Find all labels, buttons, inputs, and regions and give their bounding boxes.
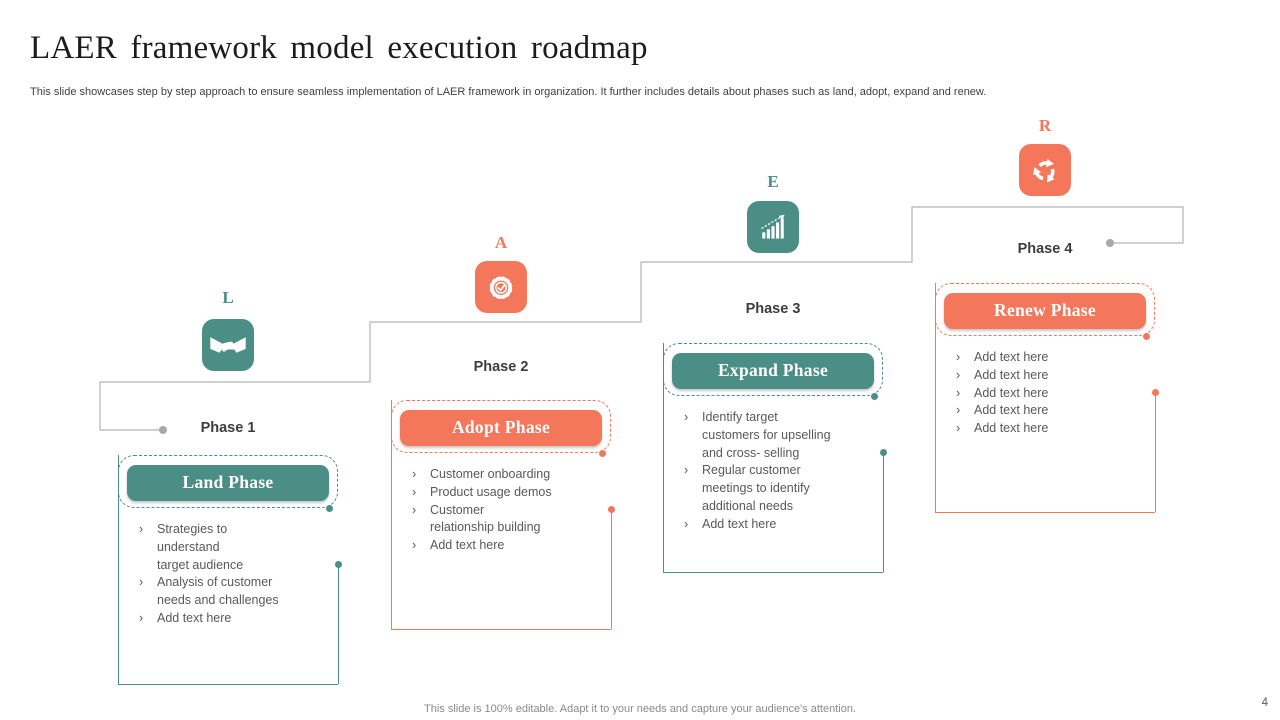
- bullet-item: ›Strategies to understand target audienc…: [139, 521, 330, 574]
- bullet-marker: ›: [412, 467, 417, 481]
- bullet-marker: ›: [956, 385, 961, 400]
- phase-2-frame-dot: [599, 450, 606, 457]
- bullet-item: ›Regular customer meetings to identify a…: [684, 462, 875, 515]
- recycle-icon: [1019, 144, 1071, 196]
- page-title: LAER framework model execution roadmap: [30, 30, 648, 66]
- phase-3-letter: E: [767, 172, 779, 191]
- phase-4-frame-dot: [1143, 333, 1150, 340]
- bullet-marker: ›: [956, 403, 961, 418]
- bullet-marker: ›: [956, 350, 961, 364]
- phase-1-column: L Phase 1 Land Phase ›Strategies to unde…: [118, 0, 342, 720]
- bullet-marker: ›: [412, 502, 417, 517]
- phase-2-column: A Phase 2 Adopt Phase ›Customer: [391, 0, 615, 720]
- phase-1-card: Land Phase ›Strategies to understand tar…: [118, 455, 342, 685]
- phase-1-dashed-frame: Land Phase: [118, 455, 338, 508]
- phase-3-frame-dot: [871, 393, 878, 400]
- bullet-item: ›Analysis of customer needs and challeng…: [139, 574, 330, 610]
- phase-4-column: R Phase 4: [935, 0, 1159, 720]
- phase-1-right-border: [335, 561, 342, 684]
- phase-4-label: Phase 4: [1017, 241, 1073, 257]
- bullet-marker: ›: [956, 421, 961, 435]
- bullet-marker: ›: [412, 484, 417, 499]
- phase-2-card: Adopt Phase ›Customer onboarding›Product…: [391, 400, 615, 630]
- gear-check-icon: [475, 261, 527, 313]
- phase-1-label: Phase 1: [200, 420, 256, 436]
- bullet-item: ›Product usage demos: [412, 484, 603, 502]
- bullet-marker: ›: [684, 410, 689, 424]
- bullet-item: ›Add text here: [956, 420, 1147, 438]
- phase-2-letter: A: [494, 233, 508, 252]
- phase-4-letter: R: [1038, 116, 1052, 135]
- bullet-marker: ›: [956, 367, 961, 382]
- phase-3-dashed-frame: Expand Phase: [663, 343, 883, 396]
- phase-1-letter: L: [222, 288, 234, 307]
- bullet-marker: ›: [139, 575, 144, 590]
- bullet-marker: ›: [684, 516, 689, 531]
- phase-1-frame-dot: [326, 505, 333, 512]
- bullet-marker: ›: [412, 538, 417, 552]
- phase-2-right-border: [608, 506, 615, 629]
- phase-3-title-button: Expand Phase: [672, 353, 874, 389]
- phase-3-right-border: [880, 449, 887, 572]
- bullet-marker: ›: [684, 463, 689, 478]
- page-number: 4: [1261, 697, 1268, 709]
- phase-3-edge-dot: [880, 449, 887, 456]
- bullet-item: ›Customer relationship building: [412, 502, 603, 538]
- phase-1-bullet-list: ›Strategies to understand target audienc…: [139, 521, 330, 628]
- bullet-item: ›Add text here: [956, 349, 1147, 367]
- page-subtitle: This slide showcases step by step approa…: [30, 86, 987, 98]
- bullet-item: ›Add text here: [139, 610, 330, 628]
- phase-4-bullet-list: ›Add text here›Add text here›Add text he…: [956, 349, 1147, 438]
- phase-3-column: E Phase 3 Expand Phase: [663, 0, 887, 720]
- phase-2-dashed-frame: Adopt Phase: [391, 400, 611, 453]
- bullet-item: ›Add text here: [956, 402, 1147, 420]
- phase-3-label: Phase 3: [745, 301, 801, 317]
- bullet-item: ›Customer onboarding: [412, 466, 603, 484]
- phase-1-edge-dot: [335, 561, 342, 568]
- footer-note: This slide is 100% editable. Adapt it to…: [424, 703, 856, 715]
- bullet-item: ›Add text here: [684, 516, 875, 534]
- phase-1-title-button: Land Phase: [127, 465, 329, 501]
- phase-3-bullet-list: ›Identify target customers for upselling…: [684, 409, 875, 533]
- bullet-item: ›Add text here: [412, 537, 603, 555]
- phase-4-edge-dot: [1152, 389, 1159, 396]
- phase-2-bullet-list: ›Customer onboarding›Product usage demos…: [412, 466, 603, 555]
- phase-4-card: Renew Phase ›Add text here›Add text here…: [935, 283, 1159, 513]
- phase-2-edge-dot: [608, 506, 615, 513]
- bullet-item: ›Add text here: [956, 367, 1147, 385]
- phase-2-title-button: Adopt Phase: [400, 410, 602, 446]
- growth-chart-icon: [747, 201, 799, 253]
- phase-4-right-border: [1152, 389, 1159, 512]
- phase-4-title-button: Renew Phase: [944, 293, 1146, 329]
- phase-2-label: Phase 2: [473, 359, 529, 375]
- bullet-marker: ›: [139, 610, 144, 625]
- phase-3-card: Expand Phase ›Identify target customers …: [663, 343, 887, 573]
- bullet-item: ›Add text here: [956, 385, 1147, 403]
- bullet-item: ›Identify target customers for upselling…: [684, 409, 875, 462]
- bullet-marker: ›: [139, 522, 144, 536]
- handshake-icon: [202, 319, 254, 371]
- phase-4-dashed-frame: Renew Phase: [935, 283, 1155, 336]
